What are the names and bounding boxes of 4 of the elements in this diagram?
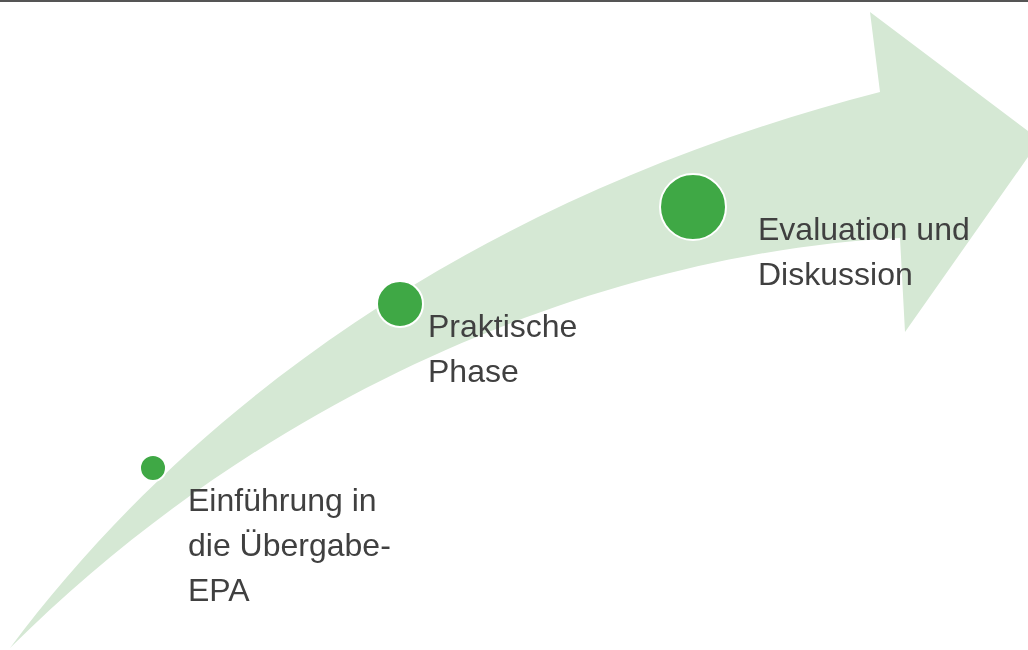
phase-label: Einführung in die Übergabe-EPA [188,481,392,610]
phase-label: Evaluation und Diskussion [758,210,971,294]
circle-marker [139,454,167,482]
phase-label: Praktische Phase [428,307,579,391]
